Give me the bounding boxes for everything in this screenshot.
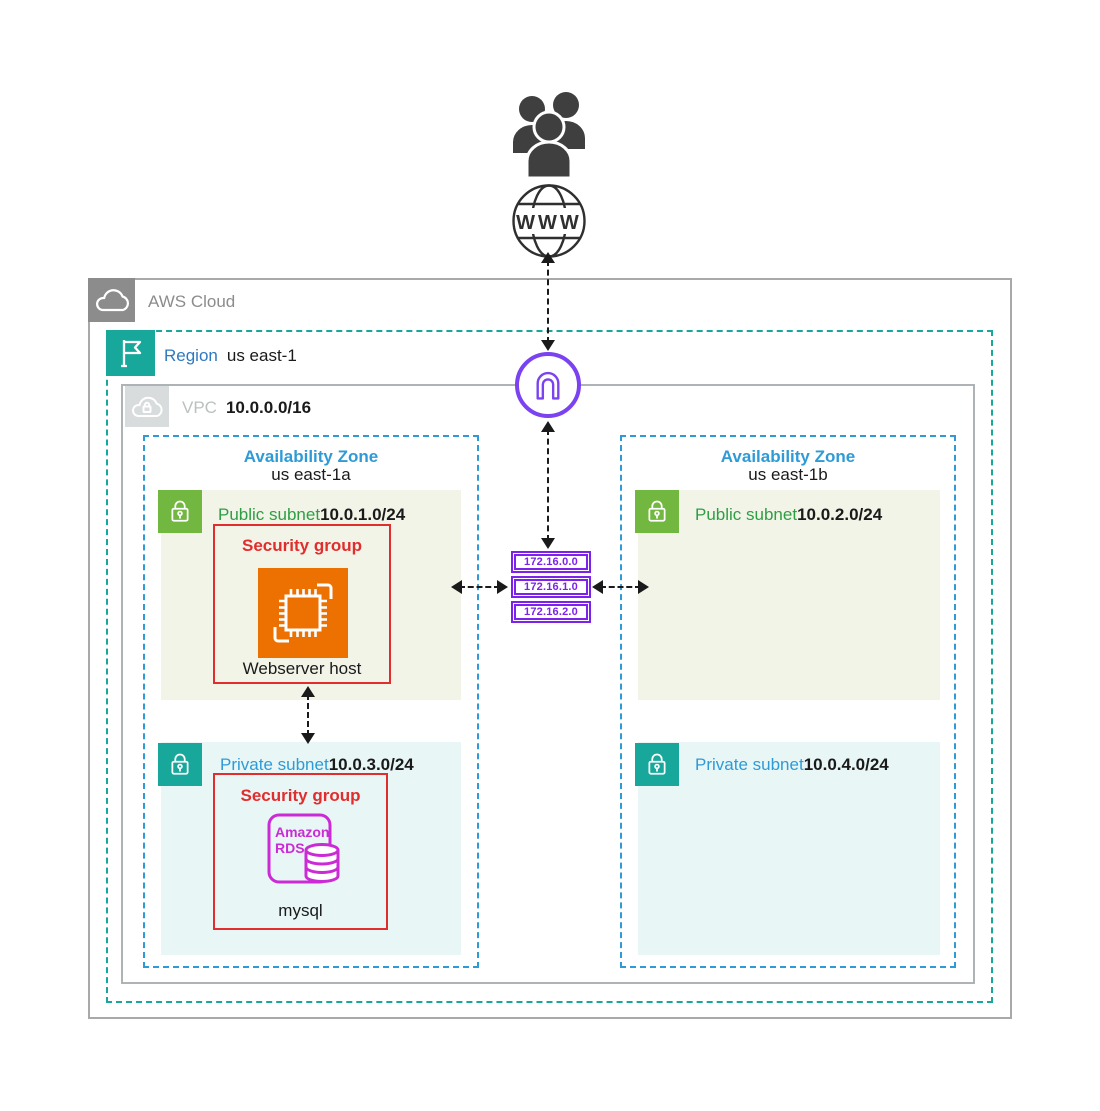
users-icon	[513, 92, 585, 178]
amazon-rds-icon: Amazon RDS	[267, 813, 340, 884]
lock-icon	[648, 753, 666, 775]
aws-cloud-label: AWS Cloud	[148, 292, 236, 311]
public-subnet-2-label-row: Public subnet 10.0.2.0/24	[695, 505, 882, 525]
arrow-az2-routetables	[592, 579, 649, 595]
lock-icon	[648, 500, 666, 522]
private-subnet-1-tile	[158, 743, 202, 786]
private-subnet-1-label-row: Private subnet 10.0.3.0/24	[220, 755, 414, 775]
public-subnet-2-tile	[635, 490, 679, 533]
internet-gateway-icon	[515, 352, 581, 418]
route-table-label: 172.16.0.0	[514, 554, 588, 570]
private-subnet-2-label: Private subnet	[695, 755, 804, 774]
www-label: WWW	[516, 212, 582, 234]
arrow-gateway-routetables	[540, 421, 556, 549]
route-table-box: 172.16.1.0	[511, 576, 591, 598]
vpc-label-row: VPC 10.0.0.0/16	[182, 398, 311, 418]
private-subnet-2-box	[638, 742, 940, 955]
database-cylinder-icon	[304, 843, 340, 883]
availability-zone-2-box	[620, 435, 956, 968]
public-subnet-1-label: Public subnet	[218, 505, 321, 524]
mysql-label: mysql	[278, 901, 323, 920]
vpc-tile	[125, 386, 169, 427]
region-label-row: Region us east-1	[164, 346, 297, 366]
cloud-icon	[95, 289, 129, 312]
private-subnet-2-label-row: Private subnet 10.0.4.0/24	[695, 755, 889, 775]
arrow-webserver-db	[300, 686, 316, 744]
flag-icon	[120, 340, 141, 368]
public-subnet-1-tile	[158, 490, 202, 533]
region-label: Region	[164, 346, 218, 365]
arrow-www-gateway	[540, 252, 556, 351]
aws-cloud-box	[88, 278, 1012, 1019]
public-subnet-2-cidr: 10.0.2.0/24	[797, 505, 883, 524]
availability-zone-1-box	[143, 435, 479, 968]
route-table-box: 172.16.0.0	[511, 551, 591, 573]
public-subnet-1-label-row: Public subnet 10.0.1.0/24	[218, 505, 405, 525]
public-subnet-2-label: Public subnet	[695, 505, 798, 524]
www-globe-icon: WWW	[512, 184, 586, 258]
rds-service-line1: Amazon	[275, 824, 329, 840]
security-group-db-label: Security group	[240, 786, 361, 805]
route-table-label: 172.16.1.0	[514, 579, 588, 595]
security-group-db-box	[213, 773, 388, 930]
private-subnet-1-cidr: 10.0.3.0/24	[328, 755, 414, 774]
az2-name: us east-1b	[748, 465, 828, 484]
lock-icon	[171, 500, 189, 522]
region-box	[106, 330, 993, 1003]
security-group-web-box	[213, 524, 391, 684]
lock-icon	[171, 753, 189, 775]
region-name: us east-1	[226, 346, 297, 365]
vpc-cidr: 10.0.0.0/16	[225, 398, 312, 417]
region-tile	[106, 330, 155, 376]
rds-service-line2: RDS	[275, 840, 305, 856]
private-subnet-2-cidr: 10.0.4.0/24	[803, 755, 889, 774]
route-table-label: 172.16.2.0	[514, 604, 588, 620]
private-subnet-1-label: Private subnet	[220, 755, 329, 774]
public-subnet-1-cidr: 10.0.1.0/24	[320, 505, 406, 524]
az2-label: Availability Zone	[720, 447, 856, 466]
ec2-webserver-icon	[258, 568, 348, 658]
aws-cloud-tile	[88, 278, 135, 322]
az1-name: us east-1a	[271, 465, 351, 484]
private-subnet-2-tile	[635, 743, 679, 786]
vpc-label: VPC	[182, 398, 217, 417]
route-table-box: 172.16.2.0	[511, 601, 591, 623]
vpc-cloud-icon	[132, 396, 163, 417]
arrow-az1-routetables	[451, 579, 508, 595]
availability-zone-2-title: Availability Zone us east-1b	[620, 448, 956, 484]
security-group-web-label: Security group	[242, 536, 362, 555]
az1-label: Availability Zone	[243, 447, 379, 466]
webserver-host-label: Webserver host	[242, 659, 362, 678]
public-subnet-2-box	[638, 490, 940, 700]
availability-zone-1-title: Availability Zone us east-1a	[143, 448, 479, 484]
